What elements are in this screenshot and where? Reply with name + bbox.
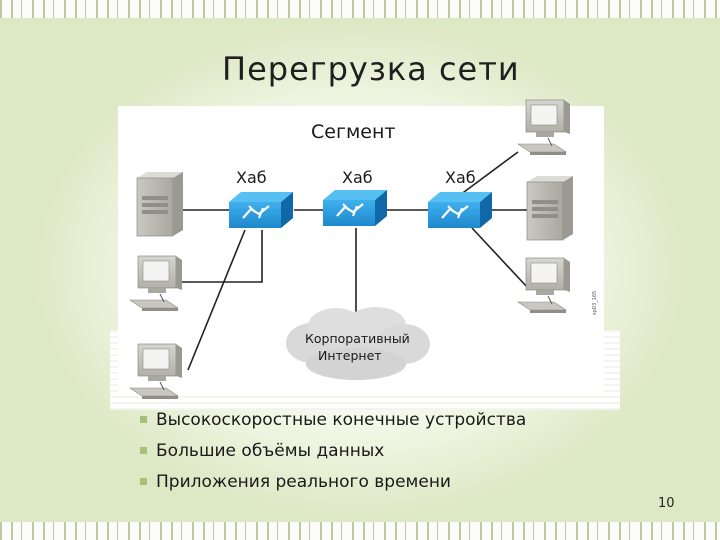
slide-title: Перегрузка сети: [222, 50, 520, 88]
bullet-item: Высокоскоростные конечные устройства: [140, 404, 620, 435]
cloud-label-line2: Интернет: [318, 348, 382, 363]
pc-icon-right-top: [517, 99, 571, 156]
bullet-list: Высокоскоростные конечные устройства Бол…: [140, 404, 620, 497]
bullet-text: Большие объёмы данных: [156, 440, 385, 461]
bullet-text: Приложения реального времени: [156, 471, 451, 492]
server-icon-left: [136, 171, 184, 237]
link-hub1-pc-left-top: [182, 230, 263, 283]
link-hub3-pc-right-top: [459, 151, 519, 196]
bullet-item: Большие объёмы данных: [140, 435, 620, 466]
segment-label: Сегмент: [311, 121, 395, 143]
bullet-square-icon: [140, 416, 147, 423]
link-hub1-pc-left-bottom: [187, 229, 246, 371]
hub-icon-3: [426, 190, 494, 230]
server-icon-right: [526, 175, 574, 241]
page-number: 10: [658, 496, 675, 511]
bullet-square-icon: [140, 447, 147, 454]
cloud-label-line1: Корпоративный: [305, 331, 410, 346]
hub-label-2: Хаб: [342, 168, 373, 187]
hub-icon-2: [321, 188, 389, 228]
hub-label-1: Хаб: [236, 168, 267, 187]
link-hub3-pc-right-bottom: [471, 227, 529, 289]
bullet-square-icon: [140, 478, 147, 485]
pc-icon-left-top: [129, 255, 183, 312]
figure-watermark: sp03_165: [592, 291, 598, 315]
bullet-text: Высокоскоростные конечные устройства: [156, 409, 527, 430]
pc-icon-right-bottom: [517, 257, 571, 314]
internet-cloud-icon: [286, 307, 430, 380]
bottom-decorative-strip: [0, 522, 720, 540]
hub-label-3: Хаб: [445, 168, 476, 187]
pc-icon-left-bottom: [129, 343, 183, 400]
bullet-item: Приложения реального времени: [140, 466, 620, 497]
connection-lines: [182, 151, 529, 371]
top-decorative-strip: [0, 0, 720, 18]
hub-icon-1: [227, 190, 295, 230]
